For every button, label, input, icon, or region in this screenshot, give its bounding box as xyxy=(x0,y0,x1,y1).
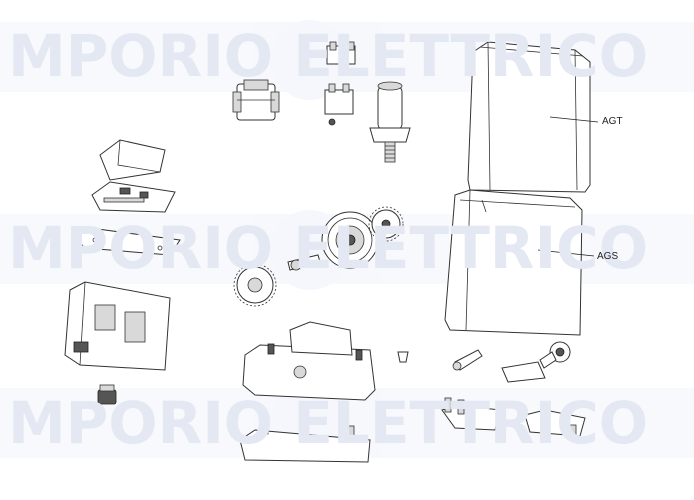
terminal-connectors xyxy=(326,41,356,65)
release-pin xyxy=(452,349,483,371)
transformer xyxy=(232,79,280,121)
motor xyxy=(369,81,411,163)
callout-agt: AGT xyxy=(602,116,623,127)
mounting-plate xyxy=(74,227,181,256)
agt-leader-line xyxy=(549,116,599,123)
release-lock xyxy=(539,341,571,369)
cover-agt xyxy=(467,41,591,193)
callout-ags: AGS xyxy=(597,251,619,262)
gearbox-body xyxy=(242,321,376,401)
control-board xyxy=(91,181,176,213)
screw xyxy=(397,351,409,363)
base-plate xyxy=(239,417,371,463)
pinion-gear xyxy=(368,206,404,242)
connector-block xyxy=(97,384,117,405)
limit-switch xyxy=(324,83,354,126)
cover-ags xyxy=(444,189,583,336)
control-board-cover xyxy=(99,139,166,181)
drive-gear xyxy=(321,211,379,269)
base-frame xyxy=(64,281,171,371)
shaft xyxy=(287,254,321,271)
release-lever xyxy=(501,361,546,383)
intermediate-gear xyxy=(233,263,277,307)
ags-leader-line xyxy=(537,249,595,257)
mounting-bracket-left xyxy=(441,397,501,431)
mounting-bracket-right xyxy=(524,409,586,440)
